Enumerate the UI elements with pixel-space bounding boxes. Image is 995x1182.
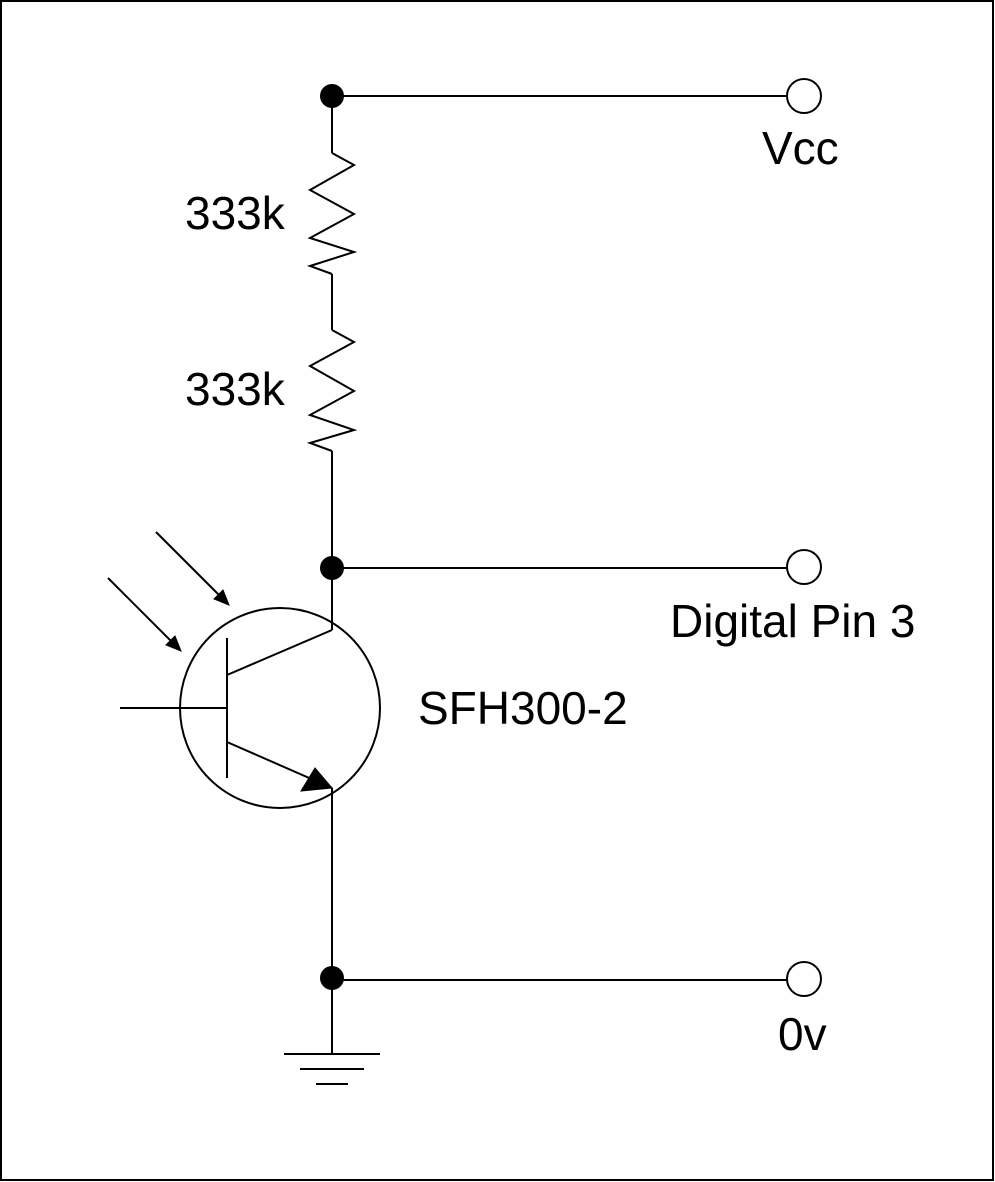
vcc-terminal — [786, 78, 822, 114]
transistor-label: SFH300-2 — [418, 682, 628, 734]
light-arrow-2-shaft — [107, 577, 179, 649]
collector-junction-dot — [320, 556, 344, 580]
ground-junction-dot — [320, 966, 344, 990]
transistor-collector-leg — [226, 629, 333, 676]
vcc-label: Vcc — [762, 122, 839, 174]
resistor-1-symbol — [306, 152, 358, 275]
resistor-2-symbol — [306, 329, 358, 452]
ground-icon — [284, 1053, 380, 1085]
ground-rail-label: 0v — [778, 1008, 827, 1060]
digital-pin-label: Digital Pin 3 — [670, 595, 915, 647]
light-arrow-2-icon — [165, 635, 182, 652]
ground-terminal — [786, 961, 822, 997]
resistor-2-label: 333k — [185, 363, 286, 415]
digital-pin-terminal — [786, 549, 822, 585]
light-arrow-1-shaft — [155, 531, 227, 603]
emitter-arrow-icon — [300, 767, 334, 792]
resistor-1-label: 333k — [185, 187, 286, 239]
vcc-junction-dot — [320, 84, 344, 108]
light-arrow-1-icon — [213, 589, 230, 606]
